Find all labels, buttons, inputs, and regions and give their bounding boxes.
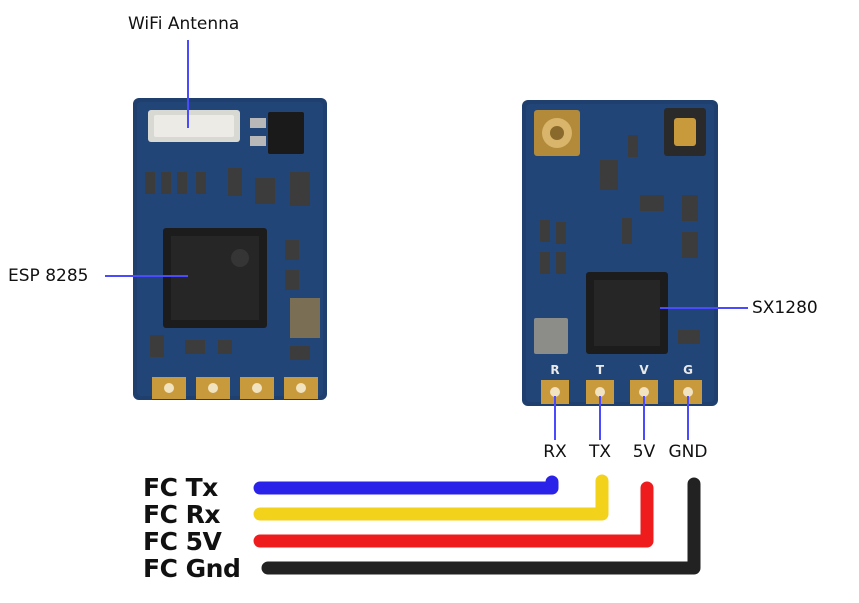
esp-label: ESP 8285 bbox=[8, 266, 89, 286]
wire-tx bbox=[253, 475, 559, 495]
esp-board bbox=[133, 98, 327, 400]
sx-board: R T V G bbox=[522, 100, 718, 406]
board-mark-g: G bbox=[683, 363, 693, 377]
wires bbox=[253, 474, 701, 575]
fc-tx-label: FC Tx bbox=[143, 473, 218, 502]
sx-label: SX1280 bbox=[752, 298, 818, 318]
pin-label-gnd: GND bbox=[668, 442, 708, 462]
esp-board-pads bbox=[152, 377, 318, 399]
board-mark-r: R bbox=[550, 363, 559, 377]
board-mark-t: T bbox=[596, 363, 605, 377]
pin-label-rx: RX bbox=[543, 442, 567, 462]
pin-label-tx: TX bbox=[588, 442, 612, 462]
wifi-antenna-label: WiFi Antenna bbox=[128, 14, 240, 34]
fc-rx-label: FC Rx bbox=[143, 500, 221, 529]
regulator-chip bbox=[268, 112, 304, 154]
wire-gnd bbox=[261, 477, 701, 575]
fc-5v-label: FC 5V bbox=[143, 527, 222, 556]
pin-label-5v: 5V bbox=[632, 442, 656, 462]
leader-lines bbox=[105, 40, 748, 440]
wire-rx bbox=[253, 474, 609, 521]
fc-gnd-label: FC Gnd bbox=[143, 554, 241, 583]
board-mark-v: V bbox=[639, 363, 649, 377]
wire-5v bbox=[253, 481, 654, 548]
